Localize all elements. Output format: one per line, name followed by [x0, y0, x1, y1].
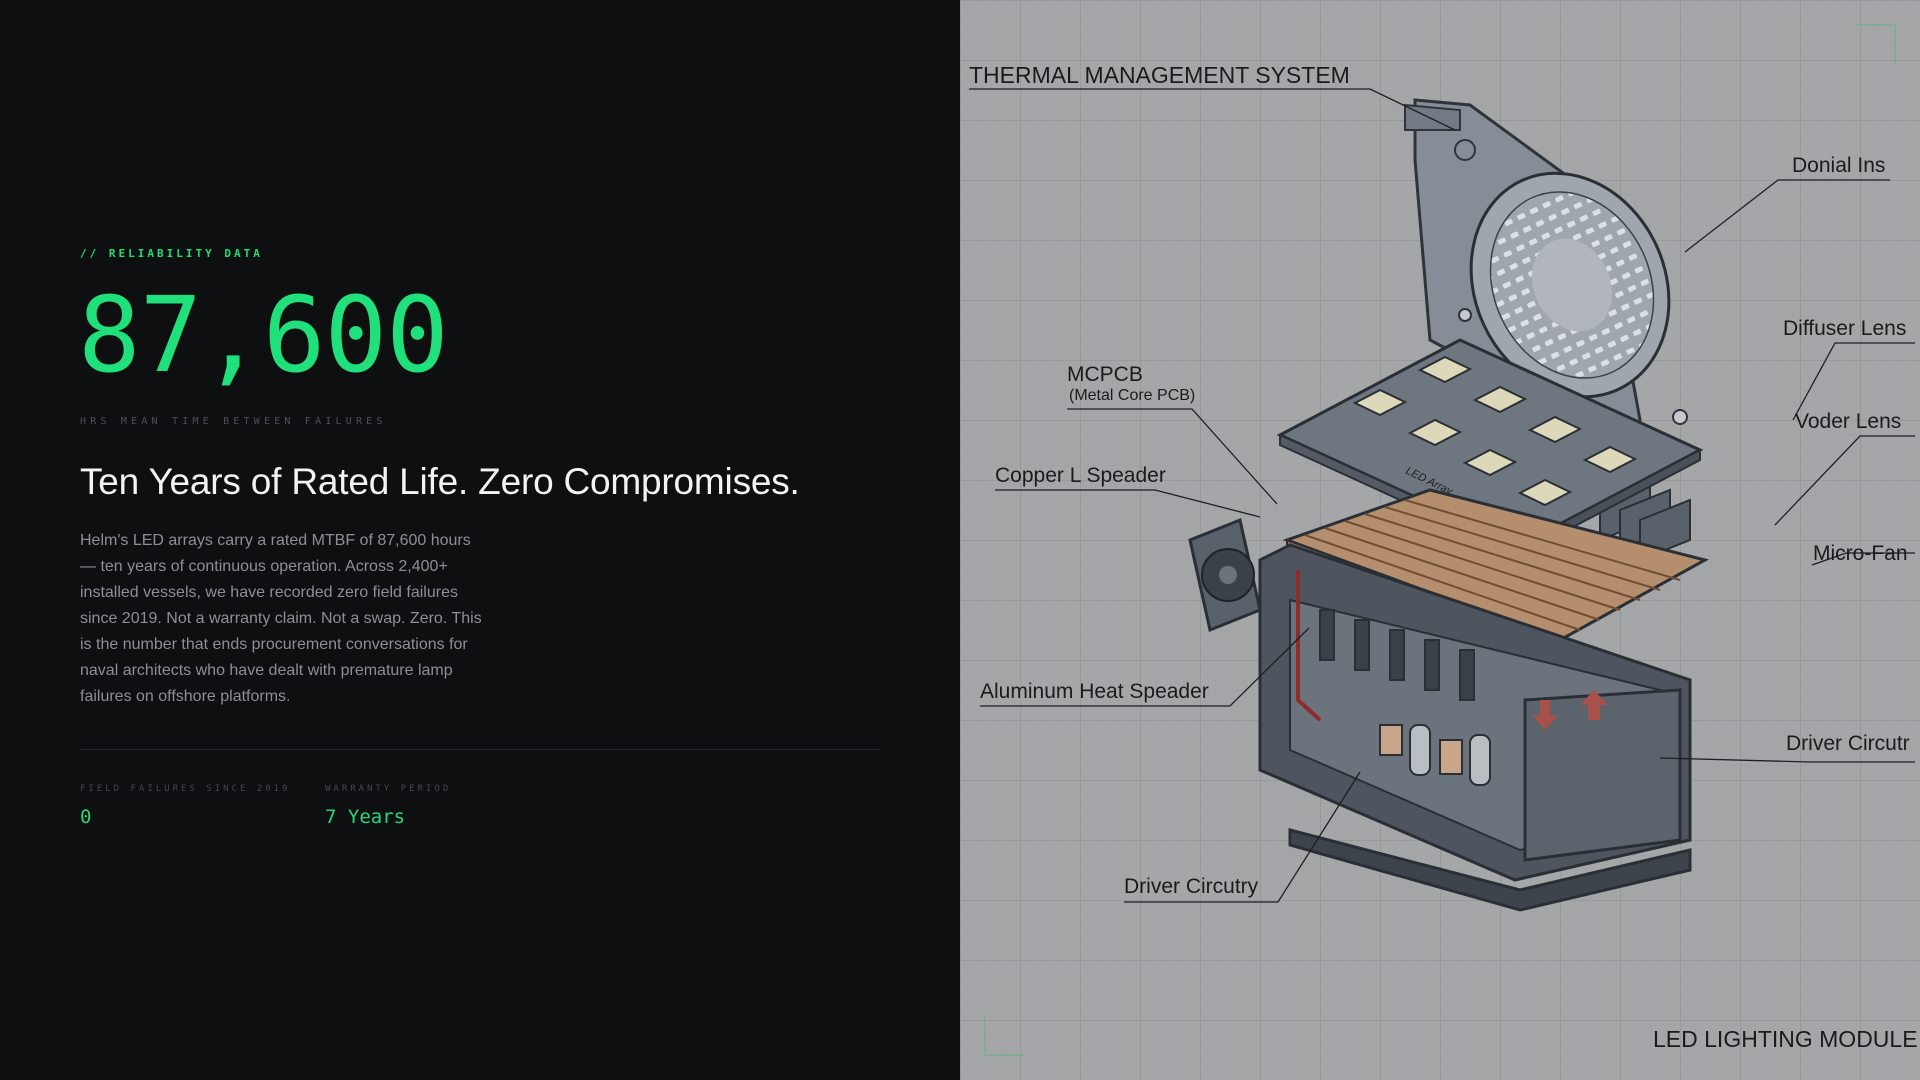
- diagram-labels: THERMAL MANAGEMENT SYSTEM Donial Ins Dif…: [969, 62, 1918, 1052]
- corner-bracket-top-right: [1855, 24, 1896, 65]
- aluminum-housing: [1258, 543, 1692, 912]
- stat-value-field-failures: 0: [80, 806, 92, 828]
- label-driver-circuitry-bottom: Driver Circutry: [1124, 875, 1259, 898]
- corner-bracket-bottom-left: [984, 1015, 1025, 1056]
- reliability-panel: // RELIABILITY DATA 87,600 HRS MEAN TIME…: [78, 247, 880, 828]
- mtbf-metric: 87,600: [78, 274, 449, 396]
- stat-value-warranty: 7 Years: [325, 806, 406, 828]
- mtbf-caption: HRS MEAN TIME BETWEEN FAILURES: [80, 416, 387, 427]
- stat-label-field-failures: FIELD FAILURES SINCE 2019: [80, 784, 291, 794]
- right-heatsink-fins: [1599, 478, 1691, 562]
- label-driver-circuitry-right: Driver Circutr: [1786, 732, 1910, 755]
- diagram-title: THERMAL MANAGEMENT SYSTEM: [969, 62, 1350, 88]
- section-body: Helm's LED arrays carry a rated MTBF of …: [80, 532, 482, 705]
- label-donial-ins: Donial Ins: [1792, 154, 1885, 177]
- led-module-exploded-diagram: LED Array: [969, 24, 1918, 1056]
- label-mcpcb-sub: (Metal Core PCB): [1069, 387, 1195, 404]
- micro-fan: [1188, 517, 1262, 633]
- diagram-footer: LED LIGHTING MODULE: [1653, 1026, 1918, 1052]
- label-copper-spreader: Copper L Speader: [995, 464, 1166, 487]
- label-diffuser-lens: Diffuser Lens: [1783, 317, 1906, 340]
- section-headline: Ten Years of Rated Life. Zero Compromise…: [80, 461, 800, 502]
- section-eyebrow: // RELIABILITY DATA: [80, 247, 263, 260]
- stat-label-warranty: WARRANTY PERIOD: [325, 784, 452, 794]
- label-aluminum-spreader: Aluminum Heat Speader: [980, 680, 1209, 703]
- leader-lines: [969, 88, 1915, 903]
- exploded-diagram-panel: LED Array: [960, 0, 1920, 1080]
- mcpcb-board: LED Array: [1276, 338, 1704, 557]
- label-voder-lens: Voder Lens: [1795, 410, 1901, 433]
- divider: [80, 749, 880, 750]
- label-micro-fan: Micro-Fan: [1813, 542, 1908, 565]
- label-mcpcb: MCPCB: [1067, 363, 1143, 386]
